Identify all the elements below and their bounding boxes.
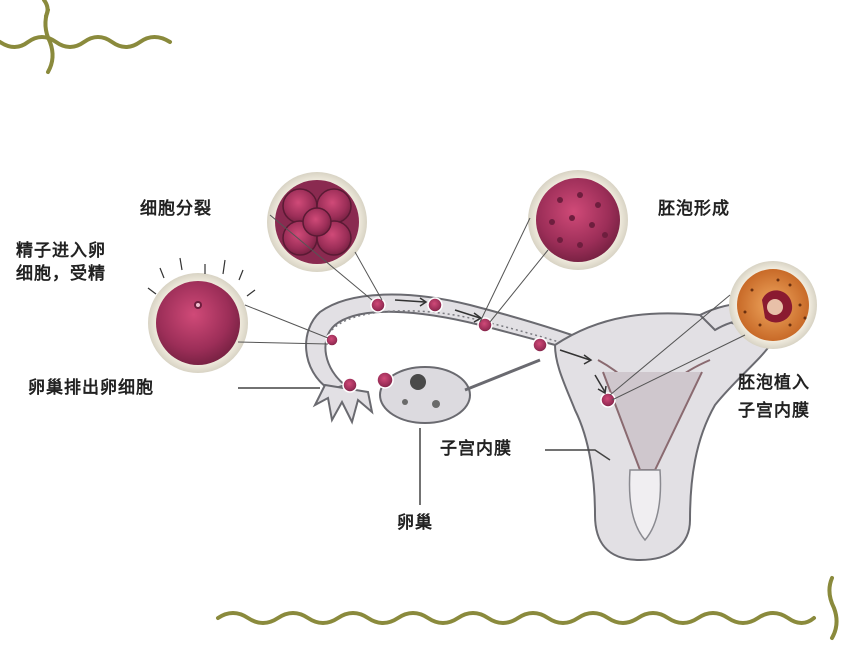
vine-bottom-right bbox=[216, 576, 839, 640]
label-implantation-line1: 胚泡植入 bbox=[738, 373, 810, 393]
pointer-lines bbox=[238, 387, 611, 505]
reproductive-tract bbox=[305, 293, 792, 562]
label-blastocyst-formation: 胚泡形成 bbox=[658, 199, 730, 219]
cell-division-magnified bbox=[267, 172, 367, 272]
label-fertilization-line1: 精子进入卵 bbox=[16, 241, 106, 261]
vine-top-left bbox=[0, 0, 172, 74]
magnification-lines bbox=[237, 214, 746, 401]
label-ovary: 卵巢 bbox=[397, 513, 433, 533]
label-endometrium: 子宫内膜 bbox=[440, 439, 512, 459]
label-fertilization-line2: 细胞，受精 bbox=[16, 264, 106, 284]
zygote-magnified bbox=[147, 257, 256, 373]
label-implantation-line2: 子宫内膜 bbox=[738, 401, 810, 421]
implantation-magnified bbox=[729, 261, 817, 349]
label-cell-division: 细胞分裂 bbox=[140, 199, 212, 219]
blastocyst-magnified bbox=[528, 170, 628, 270]
path-arrows bbox=[394, 297, 607, 395]
fimbriae bbox=[312, 383, 374, 425]
cells-in-tract bbox=[325, 297, 616, 408]
label-ovulation: 卵巢排出卵细胞 bbox=[28, 378, 154, 398]
ovary-shape bbox=[379, 366, 471, 424]
